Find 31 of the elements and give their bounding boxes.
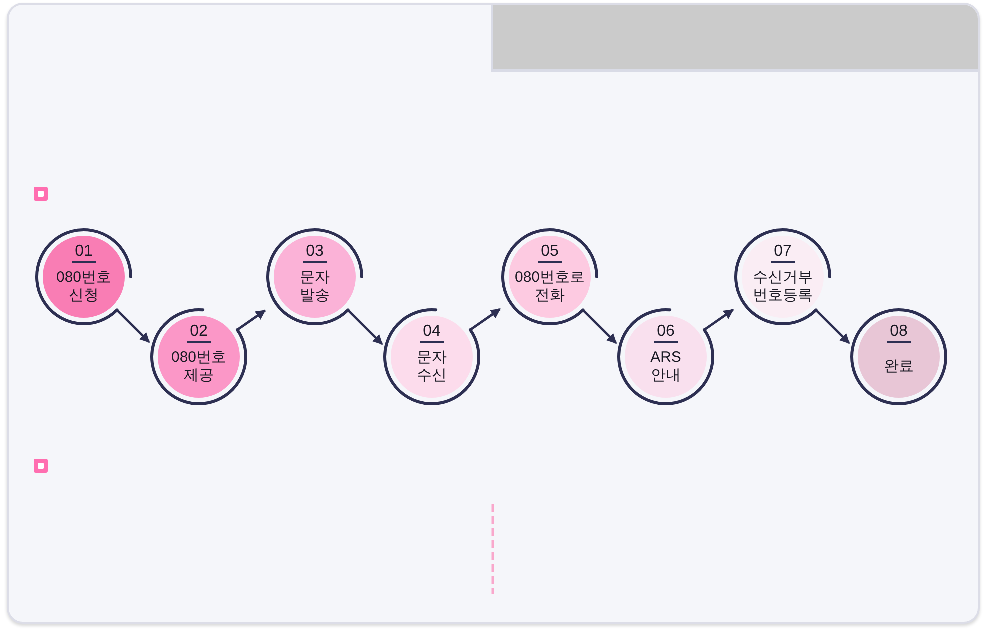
step-label: 080번호 제공 <box>171 349 227 385</box>
arrow <box>236 310 266 332</box>
arrow <box>815 309 850 344</box>
step-label: 080번호 신청 <box>56 269 112 305</box>
step-circle <box>501 228 599 326</box>
step-number: 07 <box>771 243 795 263</box>
step-label: 완료 <box>884 358 914 376</box>
step-label: ARS 안내 <box>650 349 682 385</box>
arrow <box>116 309 150 344</box>
step-number: 05 <box>538 243 562 263</box>
step-label: 문자 발송 <box>300 269 330 305</box>
arrow <box>582 309 618 344</box>
step-circle <box>266 228 364 326</box>
step-circle <box>734 228 832 326</box>
arrow <box>470 308 502 332</box>
step-label: 수신거부 번호등록 <box>753 269 813 305</box>
step-circle <box>617 308 715 406</box>
step-number: 02 <box>187 323 211 343</box>
step-number: 08 <box>887 323 911 343</box>
step-number: 03 <box>303 243 327 263</box>
step-circle <box>850 308 948 406</box>
step-circle <box>150 308 248 406</box>
step-number: 06 <box>654 323 678 343</box>
step-label: 080번호로 전화 <box>514 269 586 305</box>
arrow <box>347 309 384 346</box>
step-circle <box>383 308 481 406</box>
step-number: 04 <box>420 323 444 343</box>
step-circle <box>35 228 133 326</box>
arrow <box>704 308 734 332</box>
step-label: 문자 수신 <box>417 349 447 385</box>
step-number: 01 <box>72 243 96 263</box>
